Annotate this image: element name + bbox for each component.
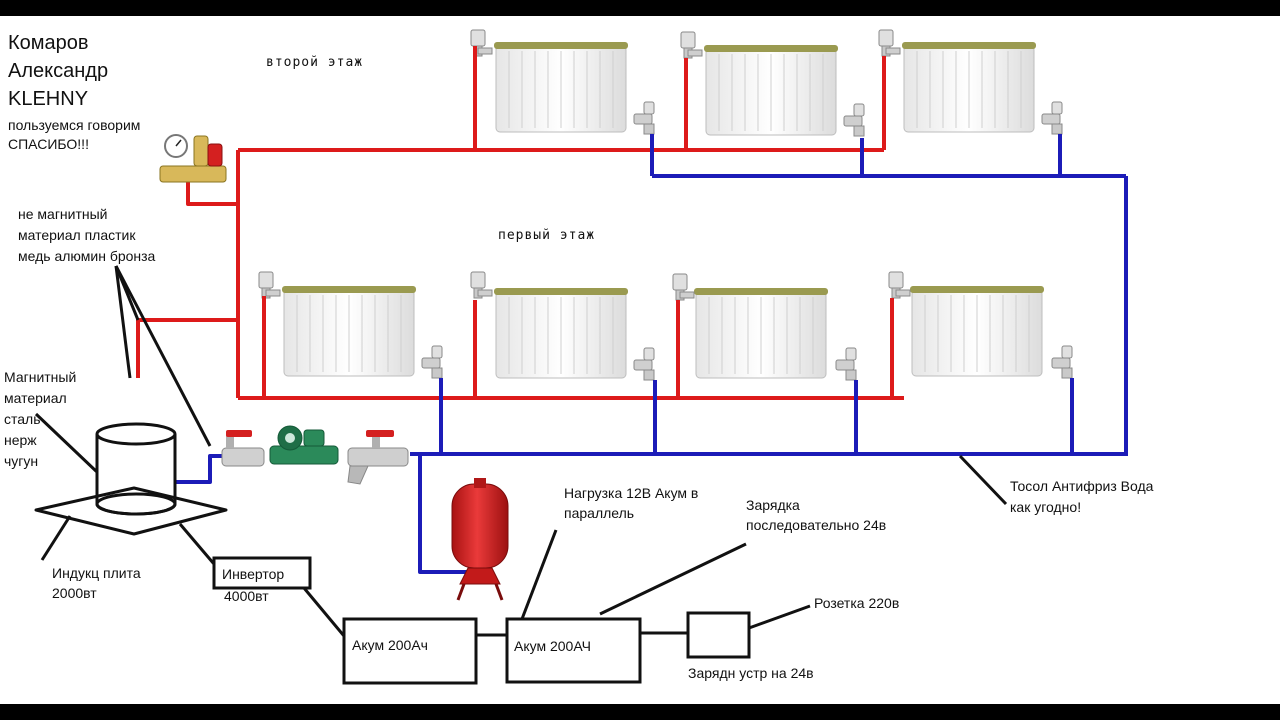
expansion-tank xyxy=(451,478,509,601)
note-nonmagnetic-1: не магнитный xyxy=(18,206,108,222)
label-first-floor: первый этаж xyxy=(498,228,596,243)
radiator-2-1 xyxy=(470,29,655,135)
heating-diagram: Комаров Александр KLEHNY пользуемся гово… xyxy=(0,16,1280,704)
leader-lines xyxy=(34,265,1008,637)
diagram-canvas xyxy=(34,29,1128,685)
note-magnetic-1: Магнитный xyxy=(4,369,77,385)
radiator-2-2 xyxy=(680,31,865,137)
author-thanks-line2: СПАСИБО!!! xyxy=(8,136,89,152)
battery-1-box xyxy=(342,617,478,685)
ball-valve-1 xyxy=(221,430,265,467)
battery-1-label: Акум 200Ач xyxy=(352,637,428,653)
note-charger: Зарядн устр на 24в xyxy=(688,665,814,681)
inverter-label: Инвертор xyxy=(222,566,285,582)
note-charging-1: Зарядка xyxy=(746,497,800,513)
note-nonmagnetic-2: материал пластик xyxy=(18,227,136,243)
note-socket: Розетка 220в xyxy=(814,595,900,611)
radiators-second-floor xyxy=(470,29,1063,137)
author-thanks-line1: пользуемся говорим xyxy=(8,117,141,133)
inverter-power-label: 4000вт xyxy=(224,588,269,604)
radiator-1-3 xyxy=(672,273,857,381)
note-magnetic-4: нерж xyxy=(4,432,37,448)
note-load-1: Нагрузка 12В Акум в xyxy=(564,485,699,501)
note-magnetic-3: сталь xyxy=(4,411,41,427)
return-pipes xyxy=(176,134,1128,574)
author-name-line1: Комаров xyxy=(8,32,89,54)
note-induction-1: Индукц плита xyxy=(52,565,141,581)
note-coolant-1: Тосол Антифриз Вода xyxy=(1010,478,1154,494)
note-load-2: параллель xyxy=(564,505,635,521)
note-induction-2: 2000вт xyxy=(52,585,97,601)
battery-2-box xyxy=(505,617,642,684)
electrical-boxes xyxy=(212,556,751,685)
strainer-valve xyxy=(347,430,409,485)
radiator-1-1 xyxy=(258,271,443,379)
safety-group xyxy=(159,134,227,183)
supply-pipes xyxy=(136,46,904,400)
note-nonmagnetic-3: медь алюмин бронза xyxy=(18,248,156,264)
charger-box xyxy=(686,611,751,659)
radiator-1-4 xyxy=(888,271,1073,379)
radiator-1-2 xyxy=(470,271,655,381)
radiators-first-floor xyxy=(258,271,1073,381)
note-charging-2: последовательно 24в xyxy=(746,517,887,533)
battery-2-label: Акум 200АЧ xyxy=(514,638,591,654)
circulation-pump xyxy=(269,425,339,465)
author-name-line2: Александр xyxy=(8,60,109,82)
radiator-2-3 xyxy=(878,29,1063,135)
induction-boiler xyxy=(34,422,228,536)
inverter-box xyxy=(212,556,312,590)
author-name-line3: KLEHNY xyxy=(8,88,89,110)
note-coolant-2: как угодно! xyxy=(1010,499,1082,515)
note-magnetic-5: чугун xyxy=(4,453,39,469)
note-magnetic-2: материал xyxy=(4,390,67,406)
label-second-floor: второй этаж xyxy=(266,55,364,70)
